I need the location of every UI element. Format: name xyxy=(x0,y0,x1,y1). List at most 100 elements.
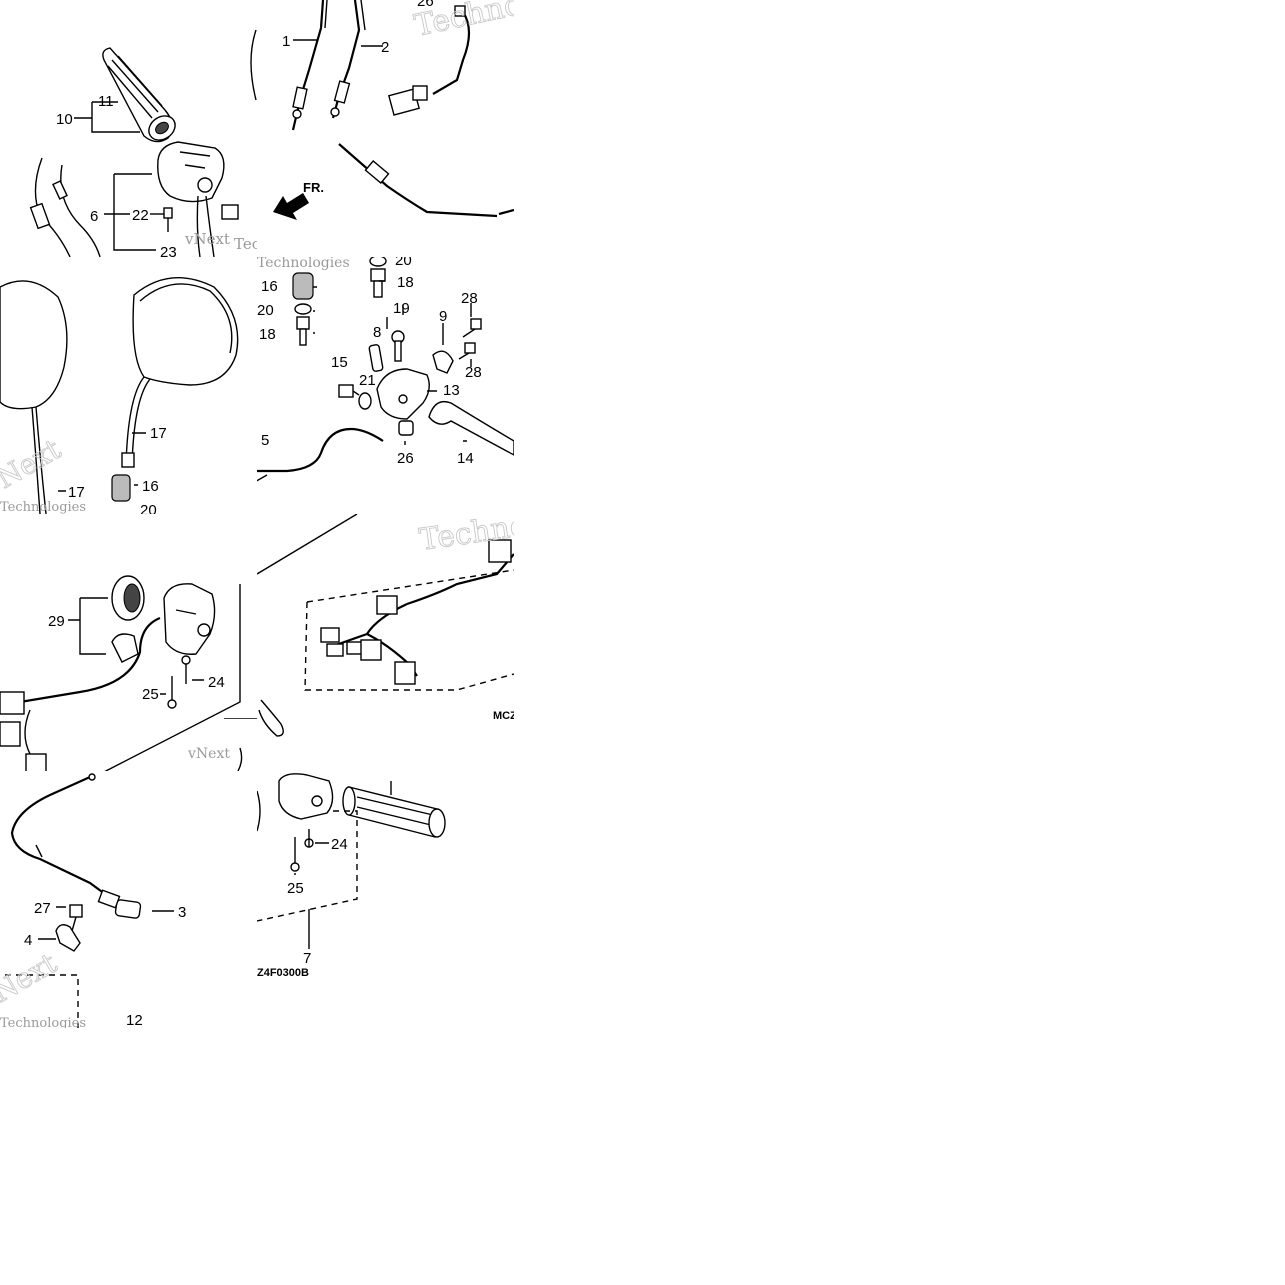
fr-label: FR. xyxy=(303,180,324,195)
mirror-left-part xyxy=(0,280,68,514)
callout-1: 1 xyxy=(282,33,290,50)
callout-16: 16 xyxy=(142,478,159,495)
callout-17: 17 xyxy=(150,425,167,442)
screw-24-part xyxy=(181,655,191,684)
callout-26: 26 xyxy=(397,450,414,467)
callout-19: 19 xyxy=(393,300,410,317)
tile-right-switch: 29 24 25 xyxy=(0,514,257,771)
rubber-boot-16-part xyxy=(111,474,131,502)
callout-22: 22 xyxy=(132,207,149,224)
bracket-4-part xyxy=(55,924,81,952)
diagram-code-main: Z4F0300B xyxy=(257,967,309,979)
callout-18b: 18 xyxy=(397,274,414,291)
choke-knob-3-part xyxy=(97,889,142,919)
callout-25: 25 xyxy=(287,880,304,897)
watermark-text: Technologies xyxy=(0,1016,86,1028)
front-direction-arrow: FR. xyxy=(273,180,324,220)
callout-25: 25 xyxy=(142,686,159,703)
tile-clutch-lever: 16 20 18 20 18 19 28 8 9 28 15 21 13 5 2… xyxy=(257,257,514,514)
callout-20: 20 xyxy=(140,502,157,514)
callout-29: 29 xyxy=(48,613,65,630)
callout-10: 10 xyxy=(56,111,73,128)
left-switch-housing-part xyxy=(157,141,225,203)
pivot-bolt-19-part xyxy=(391,330,405,362)
throttle-cable-2-part xyxy=(330,0,366,119)
callout-7: 7 xyxy=(303,950,311,967)
callout-16: 16 xyxy=(261,278,278,295)
watermark-text: Technologies xyxy=(257,257,350,271)
watermark-text: vNext xyxy=(188,746,230,762)
callout-3: 3 xyxy=(178,904,186,921)
callout-17b: 17 xyxy=(68,484,85,501)
bolt-27-part xyxy=(69,904,83,932)
screw-22-part xyxy=(163,207,173,232)
callout-15: 15 xyxy=(331,354,348,371)
adjuster-15-part xyxy=(338,384,360,398)
callout-28: 28 xyxy=(461,290,478,307)
screw-25-part xyxy=(167,676,177,709)
clutch-cable-part xyxy=(338,143,514,218)
callout-11: 11 xyxy=(98,93,114,110)
callout-4: 4 xyxy=(24,932,32,949)
watermark-text: vNext xyxy=(184,230,230,248)
nut-20-part xyxy=(294,303,312,315)
screw-24-part xyxy=(304,829,314,848)
bolt-18-part xyxy=(296,316,310,346)
fragment-vnext-seam: vNext xyxy=(188,718,257,771)
boot-16-part xyxy=(292,272,314,300)
screw-28-part xyxy=(458,318,482,360)
watermark-text: vNext xyxy=(0,946,63,1017)
callout-27: 27 xyxy=(34,900,51,917)
watermark-text: Technologies xyxy=(0,500,86,514)
screw-25-part xyxy=(290,837,300,872)
lever-bracket-13-part xyxy=(376,368,430,420)
cable-lines xyxy=(29,29,257,257)
callout-9: 9 xyxy=(439,308,447,325)
collar-26-part xyxy=(398,420,414,436)
callout-24: 24 xyxy=(208,674,225,691)
watermark-text: Technologies xyxy=(411,0,514,44)
bracket-9-part xyxy=(432,350,454,374)
callout-12: 12 xyxy=(126,1012,143,1028)
callout-24: 24 xyxy=(331,836,348,853)
callout-13: 13 xyxy=(443,382,460,399)
tile-throttle-cables: FR. 1 2 26 Technologies xyxy=(257,0,514,257)
harness-detail-part xyxy=(320,539,514,685)
callout-28b: 28 xyxy=(465,364,482,381)
nut-20b-part xyxy=(369,257,387,267)
callout-20b: 20 xyxy=(395,257,412,269)
callout-5: 5 xyxy=(261,432,269,449)
tile-choke-cable: 27 3 4 12 vNext Technologies xyxy=(0,771,257,1028)
choke-cable-part xyxy=(10,773,121,906)
tile-harness-detail: MCZ Technologies xyxy=(257,514,514,771)
throttle-cable-1-part xyxy=(291,0,328,131)
callout-21: 21 xyxy=(359,372,376,389)
harness-part xyxy=(0,616,161,771)
switch-8-part xyxy=(368,344,384,372)
tile-left-grip-switch: 11 10 6 22 23 vNext Technologies xyxy=(0,0,257,257)
callout-18: 18 xyxy=(259,326,276,343)
harness-part xyxy=(387,5,471,116)
callout-6: 6 xyxy=(90,208,98,225)
right-switch-lower-part xyxy=(278,773,334,820)
grommet-29-part xyxy=(111,575,145,663)
watermark-text: Technologies xyxy=(234,235,257,253)
handle-grip-part xyxy=(102,47,176,143)
callout-2: 2 xyxy=(381,39,389,56)
bolt-18b-part xyxy=(370,268,386,298)
right-switch-housing-part xyxy=(163,583,216,655)
callout-26-top: 26 xyxy=(417,0,434,10)
callout-14: 14 xyxy=(457,450,474,467)
tile-right-grip: 24 25 7 Z4F0300B xyxy=(257,771,514,1028)
tile-mirrors: 17 16 20 17 vNext Technologies xyxy=(0,257,257,514)
mirror-right-part xyxy=(121,277,239,468)
callout-23: 23 xyxy=(160,244,177,257)
callout-8: 8 xyxy=(373,324,381,341)
watermark-text: vNext xyxy=(0,432,67,503)
diagram-code-partial: MCZ xyxy=(493,710,514,722)
callout-20: 20 xyxy=(257,302,274,319)
switch-harness-5-part xyxy=(257,427,384,482)
washer-21-part xyxy=(358,392,372,410)
throttle-grip-part xyxy=(342,786,446,838)
